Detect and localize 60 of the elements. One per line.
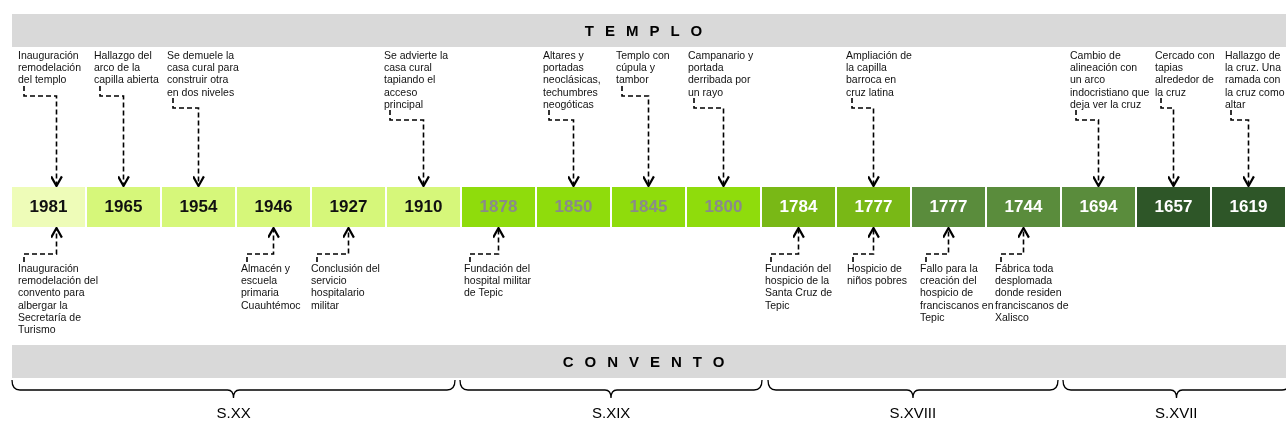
event-text: Ampliación de la capilla barroca en cruz latina [846,49,918,98]
year-box: 1784 [762,187,835,227]
dashed-arrow [172,97,205,188]
dashed-arrow [1000,226,1030,263]
dashed-arrow [99,85,130,188]
event-text: Se advierte la casa cural tapiando el acceso principal [384,49,456,110]
century-label: S.XVII [1155,404,1198,421]
year-box: 1657 [1137,187,1210,227]
dashed-arrow [23,226,63,263]
dashed-arrow [246,226,280,263]
event-text: Altares y portadas neoclásicas, techumbres neogóticas [543,49,615,110]
dashed-arrow [23,85,63,188]
event-text: Inauguración remodelación del templo [18,49,90,86]
event-text: Inauguración remodelación del convento para albergar la Secretaría de Turismo [18,262,116,336]
dashed-arrow [852,226,880,263]
event-text: Conclusión del servicio hospitalario militar [311,262,383,311]
year-box: 1744 [987,187,1060,227]
event-text: Fallo para la creación del hospicio de franciscanos en Tepic [920,262,996,323]
year-box: 1777 [912,187,985,227]
section-band: TEMPLO [12,14,1286,47]
event-text: Cambio de alineación con un arco indocristiano que deja ver la cruz [1070,49,1150,110]
century-label: S.XIX [592,404,631,421]
dashed-arrow [851,97,880,188]
dashed-arrow [925,226,955,263]
dashed-arrow [469,226,505,263]
dashed-arrow [621,85,655,188]
dashed-arrow [1160,97,1180,188]
event-text: Templo con cúpula y tambor [616,49,684,86]
event-text: Fundación del hospicio de la Santa Cruz de Tepic [765,262,837,311]
dashed-arrow [316,226,355,263]
dashed-arrow [389,109,430,188]
dashed-arrow [1230,109,1255,188]
year-box: 1800 [687,187,760,227]
year-box: 1946 [237,187,310,227]
year-box: 1954 [162,187,235,227]
year-box: 1694 [1062,187,1135,227]
year-box: 1910 [387,187,460,227]
event-text: Hallazgo del arco de la capilla abierta [94,49,164,86]
event-text: Campanario y portada derribada por un rayo [688,49,760,98]
event-text: Hallazgo de la cruz. Una ramada con la cruz como altar [1225,49,1286,110]
year-box: 1619 [1212,187,1285,227]
century-label: S.XVIII [889,404,937,421]
year-box: 1927 [312,187,385,227]
event-text: Se demuele la casa cural para construir otra en dos niveles [167,49,239,98]
section-band: CONVENTO [12,345,1286,378]
event-text: Fundación del hospital militar de Tepic [464,262,536,299]
dashed-arrow [1075,109,1105,188]
year-box: 1981 [12,187,85,227]
dashed-arrow [693,97,730,188]
event-text: Cercado con tapias alrededor de la cruz [1155,49,1223,98]
year-box: 1965 [87,187,160,227]
event-text: Fábrica toda desplomada donde residen franciscanos de Xalisco [995,262,1071,323]
event-text: Hospicio de niños pobres [847,262,919,287]
century-label: S.XX [216,404,251,421]
dashed-arrow [770,226,805,263]
year-box: 1850 [537,187,610,227]
year-box: 1777 [837,187,910,227]
year-box: 1878 [462,187,535,227]
dashed-arrow [548,109,580,188]
year-box: 1845 [612,187,685,227]
